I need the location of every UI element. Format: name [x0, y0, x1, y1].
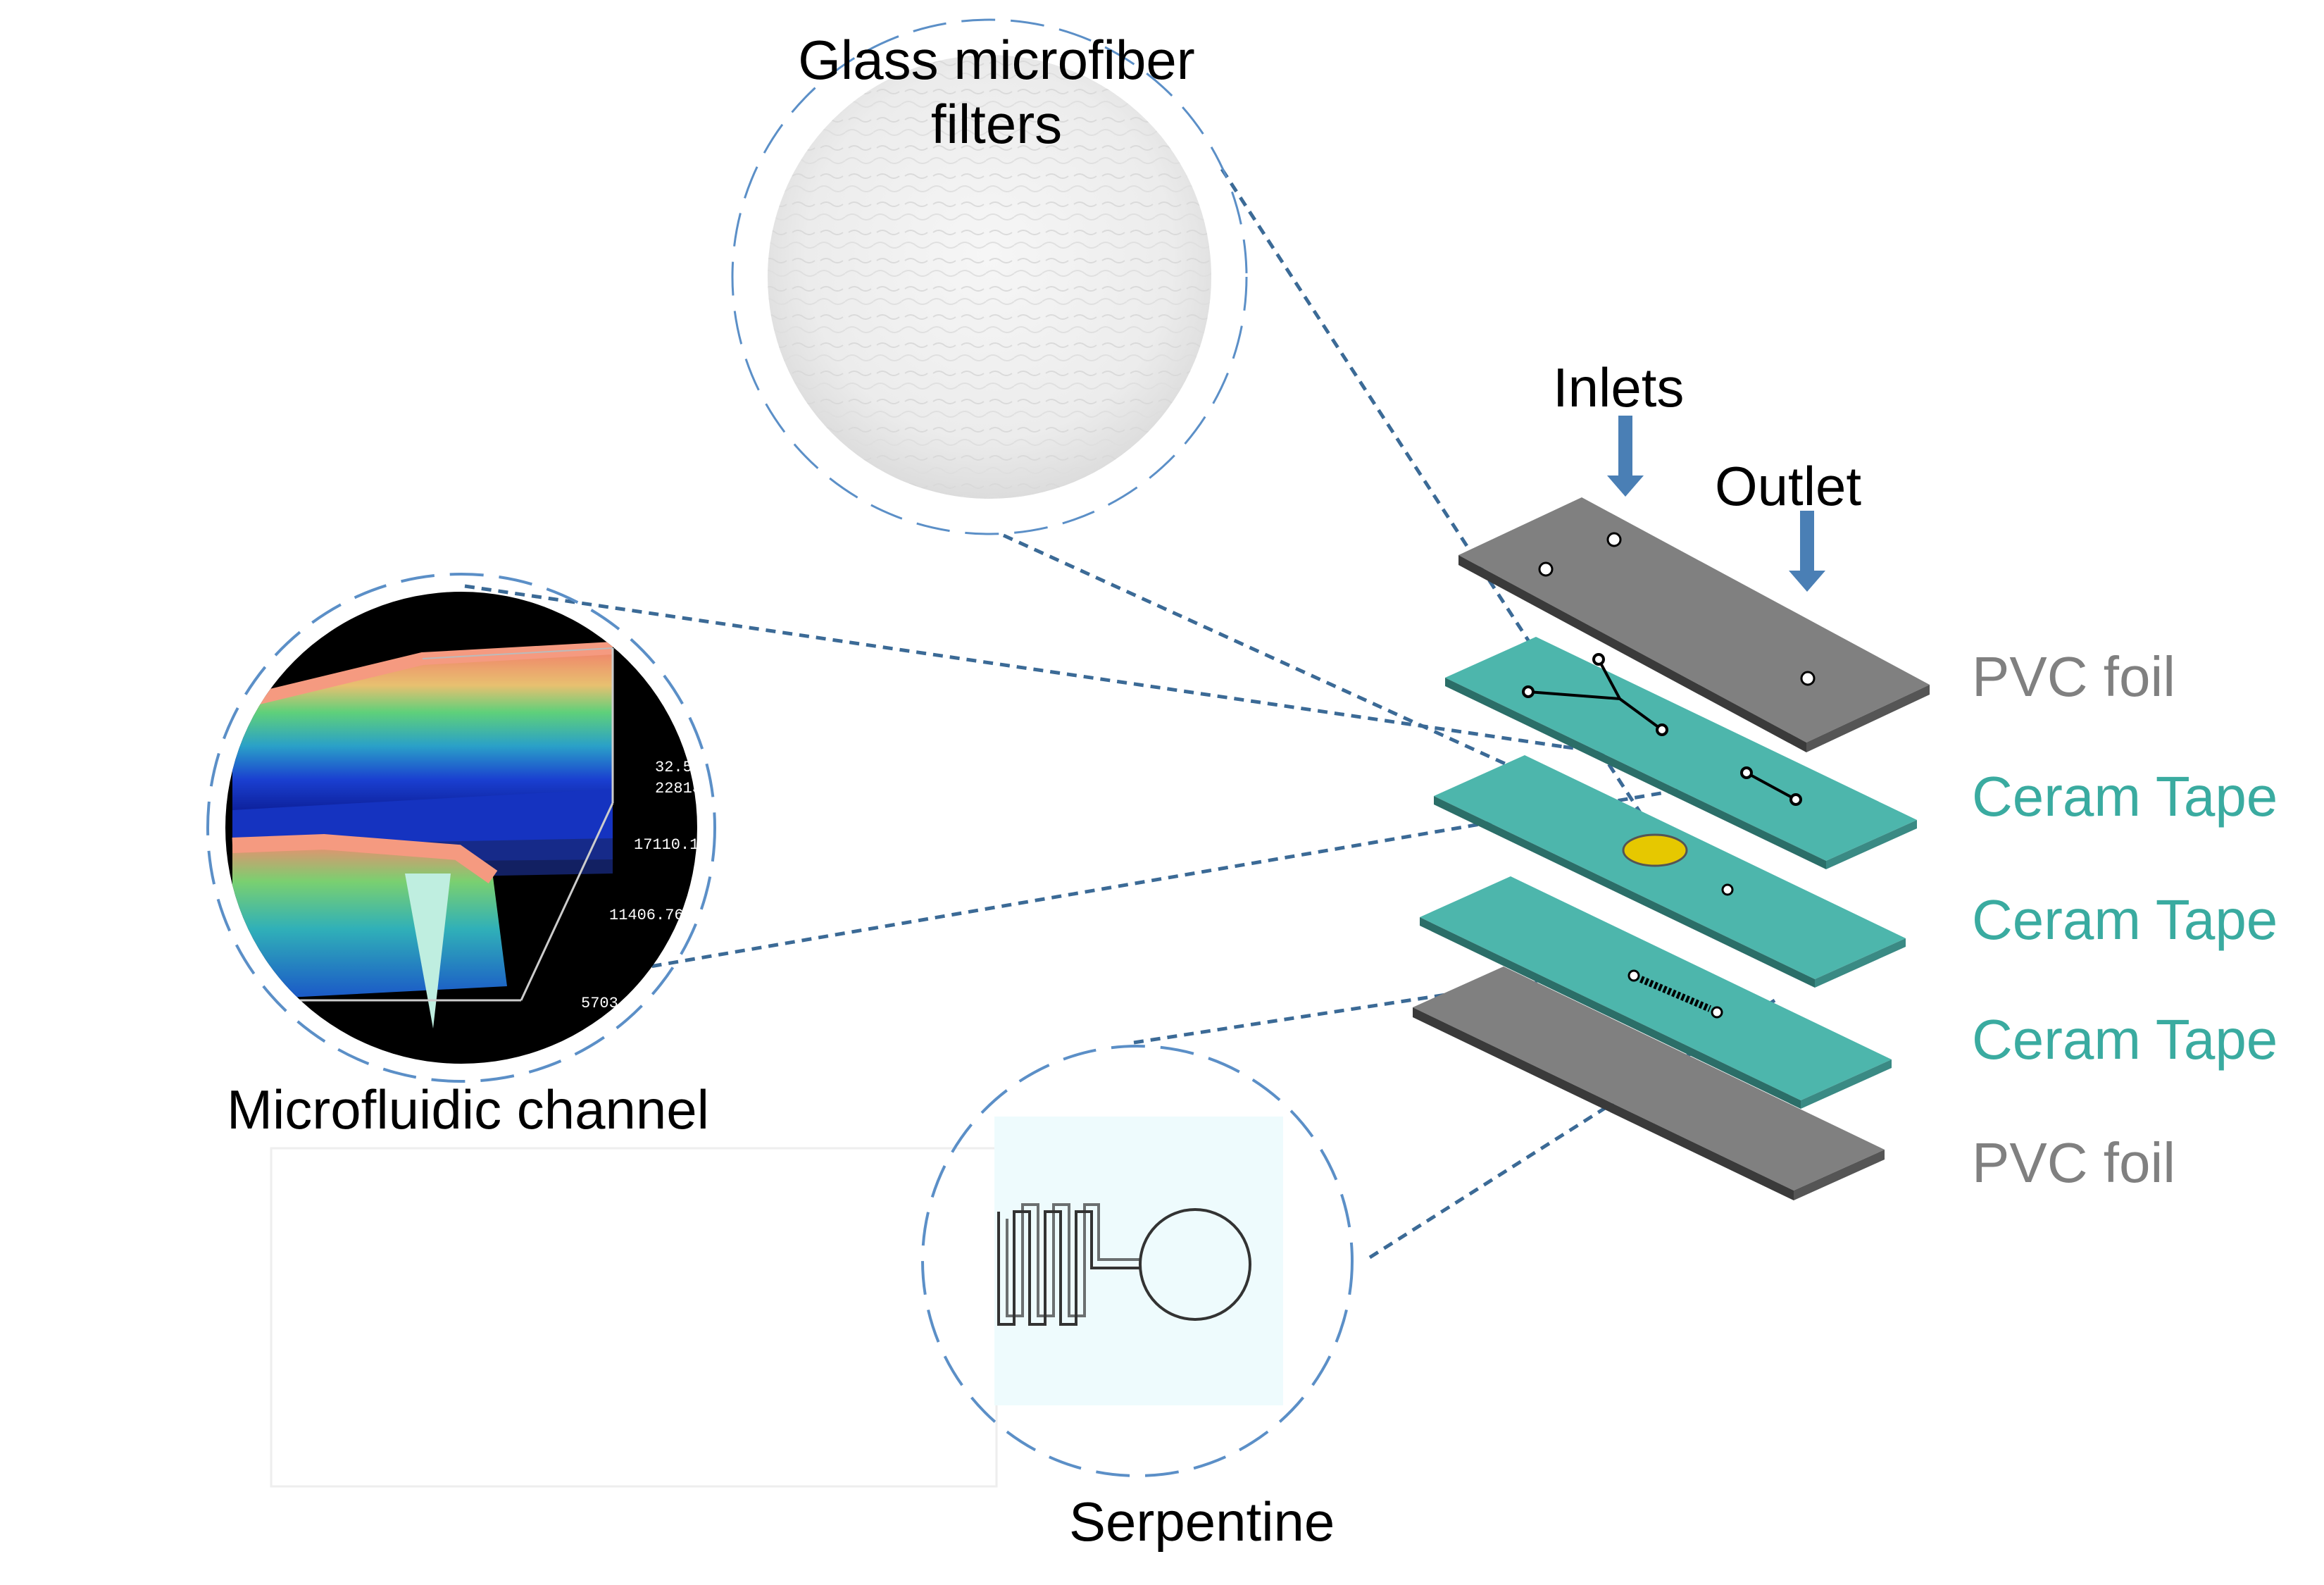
serpentine-dashed-circle — [921, 1045, 1354, 1477]
layer-label-ceram-tape-1: Ceram Tape — [1972, 765, 2278, 828]
layer-label-ceram-tape-3: Ceram Tape — [1972, 1008, 2278, 1071]
connector-channel-bottom — [535, 773, 1768, 988]
layer-pvc-bottom — [1413, 966, 1885, 1200]
plot-tick-label: 5703 — [581, 995, 618, 1012]
glass-filter-label-line2: filters — [930, 93, 1063, 155]
plot-tick-label: 17110.1 — [634, 836, 699, 854]
connector-serpentine-top — [1133, 962, 1649, 1045]
glass-filter-label-line1: Glass microfiber — [798, 29, 1195, 91]
plot-tick-label: 32.5 — [655, 759, 692, 776]
glass-filter-inset — [731, 18, 1248, 535]
plot-tick-label: 22813 — [655, 780, 701, 797]
layer-label-pvc-top: PVC foil — [1972, 645, 2175, 708]
plot-tick-label: 11406.76 — [609, 907, 684, 924]
inlet-arrow-icon — [1607, 416, 1644, 497]
microfluidic-channel-label: Microfluidic channel — [227, 1079, 709, 1140]
layer-label-pvc-bottom: PVC foil — [1972, 1131, 2175, 1194]
layer-ceram-tape-3 — [1420, 876, 1892, 1109]
layer-ceram-tape-1 — [1445, 637, 1917, 869]
microfluidic-channel-inset: 32.5 22813 17110.1 11406.76 5703 — [206, 573, 716, 1083]
serpentine-inset — [921, 1045, 1354, 1477]
layer-stack — [1413, 497, 1930, 1200]
outlet-label: Outlet — [1715, 455, 1862, 517]
glass-filter-texture — [768, 55, 1211, 499]
glass-filter-dashed-circle — [731, 18, 1248, 535]
glass-filter-label: Glass microfiber filters — [732, 28, 1261, 156]
layer-label-ceram-tape-2: Ceram Tape — [1972, 888, 2278, 951]
channel-dashed-circle — [206, 573, 716, 1083]
inlets-label: Inlets — [1553, 356, 1685, 418]
connector-serpentine-bottom — [1368, 998, 1776, 1260]
connector-filter-to-disk-a — [1220, 168, 1654, 831]
blank-panel — [270, 1147, 998, 1488]
filter-disk-spot — [1622, 833, 1688, 867]
serpentine-label: Serpentine — [1069, 1491, 1335, 1553]
layer-ceram-tape-2 — [1434, 755, 1906, 988]
outlet-arrow-icon — [1789, 511, 1825, 592]
channel-3d-plot: 32.5 22813 17110.1 11406.76 5703 — [230, 642, 701, 1028]
layer-pvc-top — [1458, 497, 1930, 752]
connector-filter-to-disk-b — [1002, 533, 1593, 805]
serpentine-shape — [997, 1203, 1251, 1326]
